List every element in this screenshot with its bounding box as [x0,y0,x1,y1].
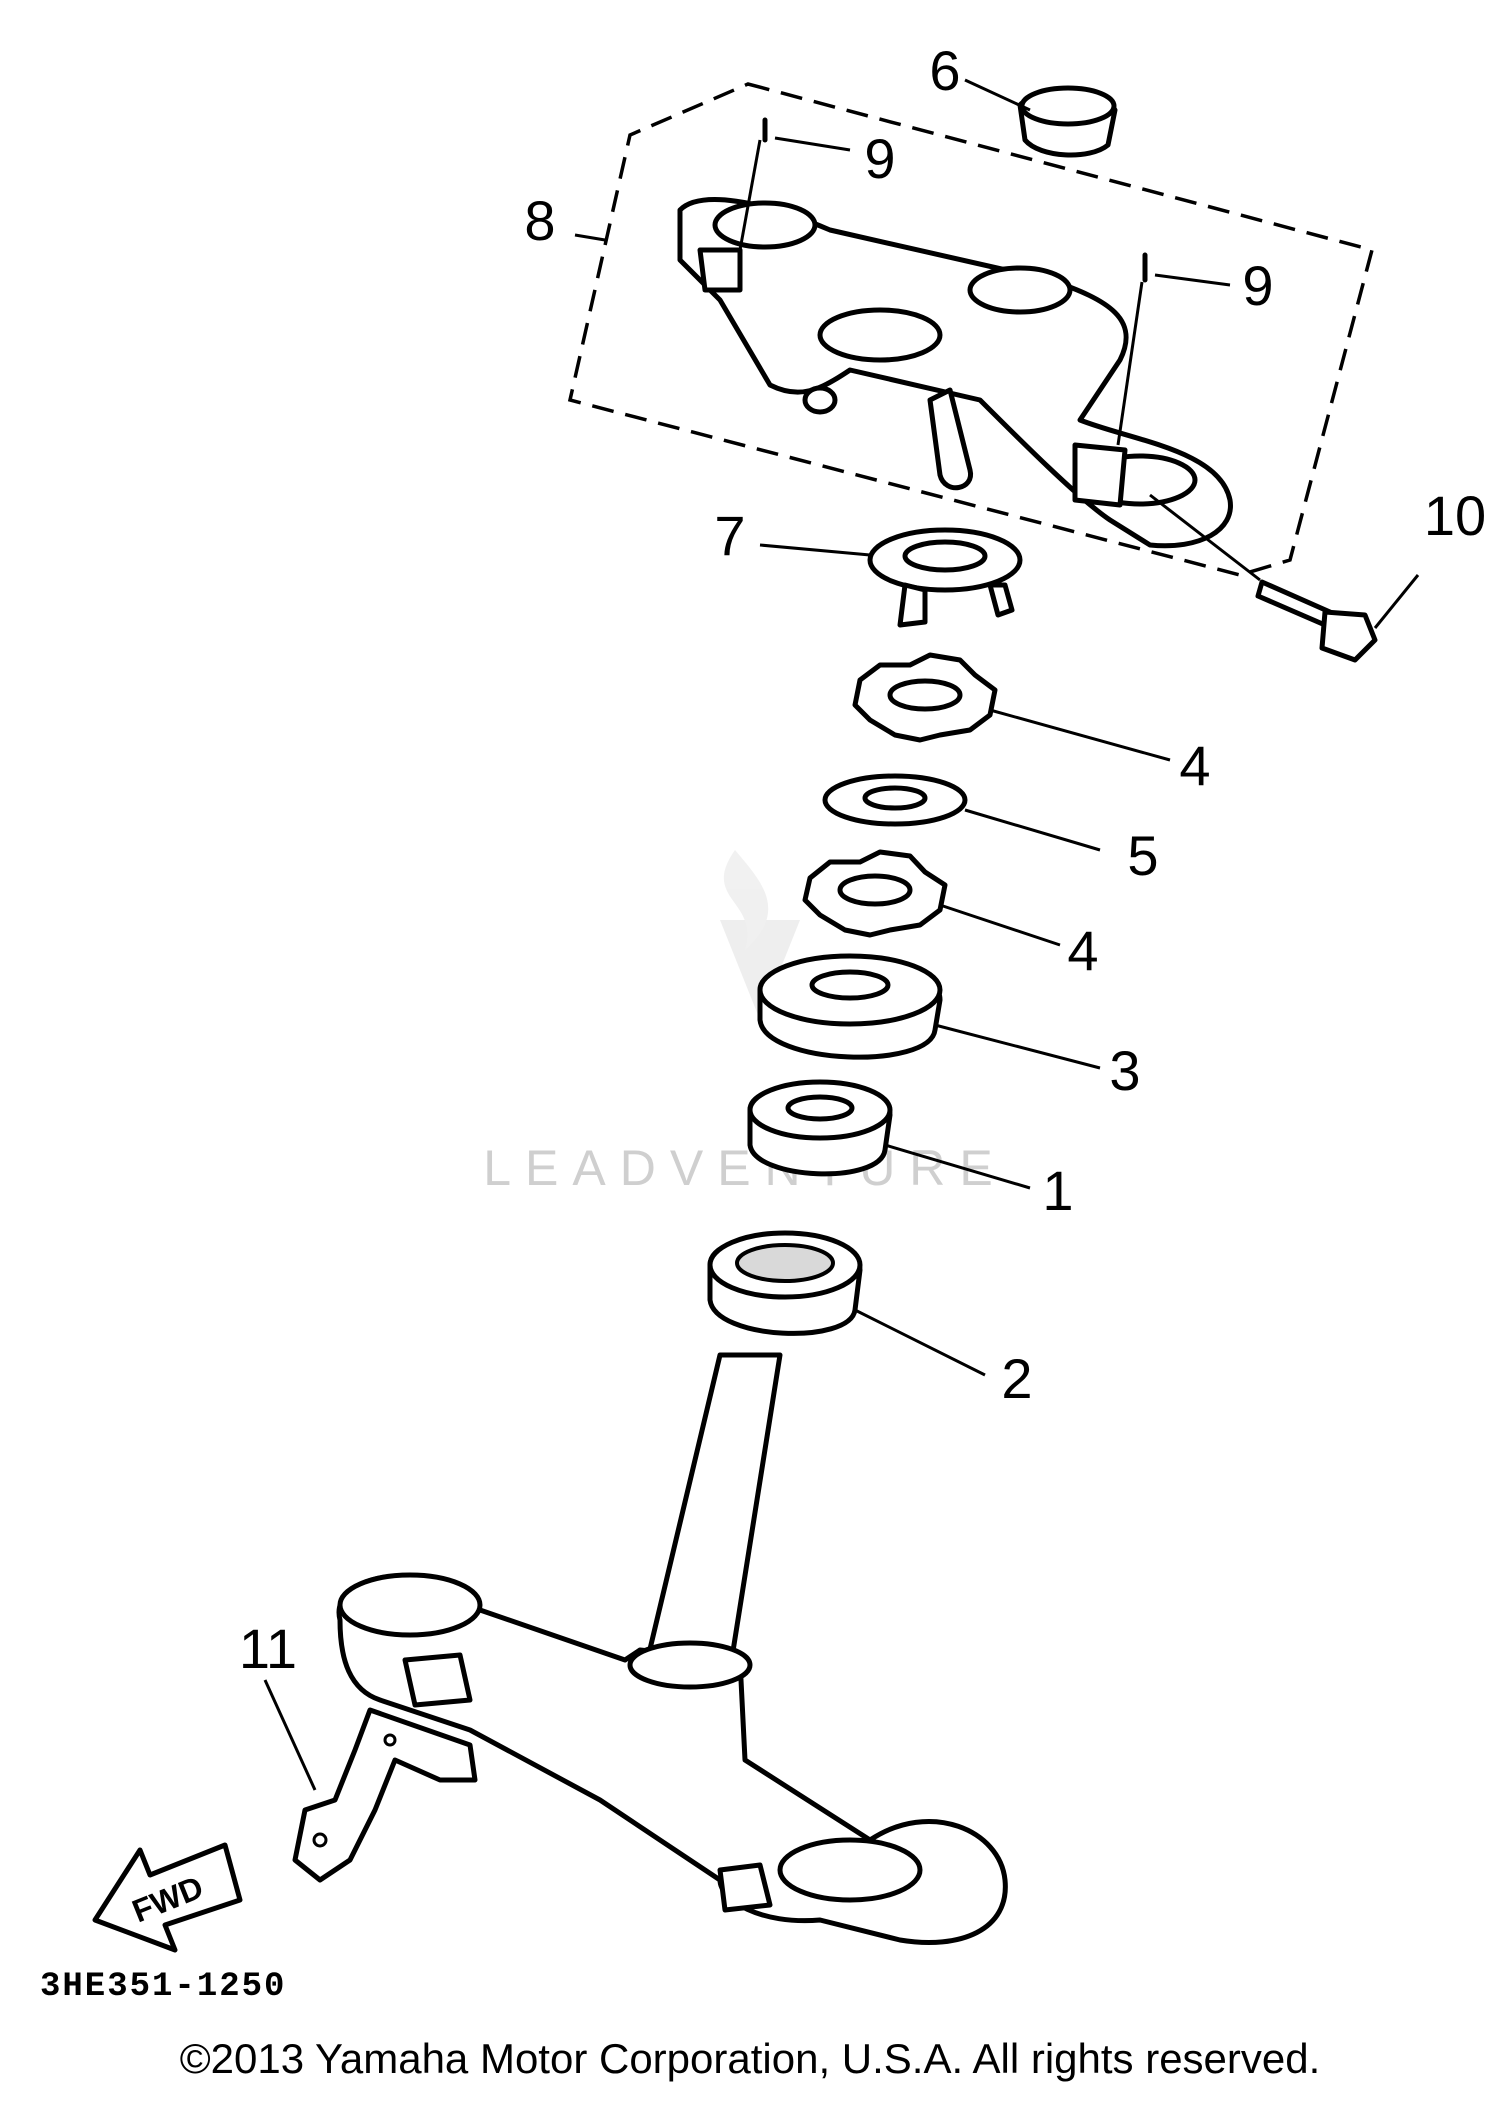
callout-2: 2 [1001,1347,1032,1410]
diagram-code: 3HE351-1250 [40,1968,286,2006]
callout-7: 6 [929,39,960,102]
assembly-boundary [567,82,1375,577]
watermark-text: LEADVENTURE [483,1140,1007,1196]
callout-4-upper: 4 [1179,734,1210,797]
washer [822,773,968,827]
lower-bracket [336,1352,1008,1945]
copyright-notice: ©2013 Yamaha Motor Corporation, U.S.A. A… [179,2035,1321,2082]
callout-4-lower: 4 [1067,919,1098,982]
callout-11: 11 [239,1617,297,1680]
cap-nut [1017,85,1118,158]
lock-washer [867,527,1023,628]
bearing-cover [757,953,943,1060]
leader-lines [263,78,1420,1791]
watermark-logo [720,850,800,1020]
callout-6: 7 [714,504,745,567]
cable-bracket [292,1707,478,1883]
callout-9a: 9 [864,127,895,190]
callout-9b: 9 [1242,254,1273,317]
upper-bracket [677,197,1233,549]
pinch-bolt [1149,493,1378,663]
callout-3: 3 [1109,1039,1140,1102]
ring-nut-lower [802,849,948,938]
bearing-upper [747,1079,893,1177]
fwd-arrow: FWD [92,1842,243,1953]
callout-1: 1 [1042,1159,1073,1222]
callout-8: 8 [524,189,555,252]
bearing-lower [707,1230,863,1336]
callout-5: 5 [1127,824,1158,887]
callout-10: 10 [1424,484,1486,547]
ring-nut-upper [852,652,998,743]
